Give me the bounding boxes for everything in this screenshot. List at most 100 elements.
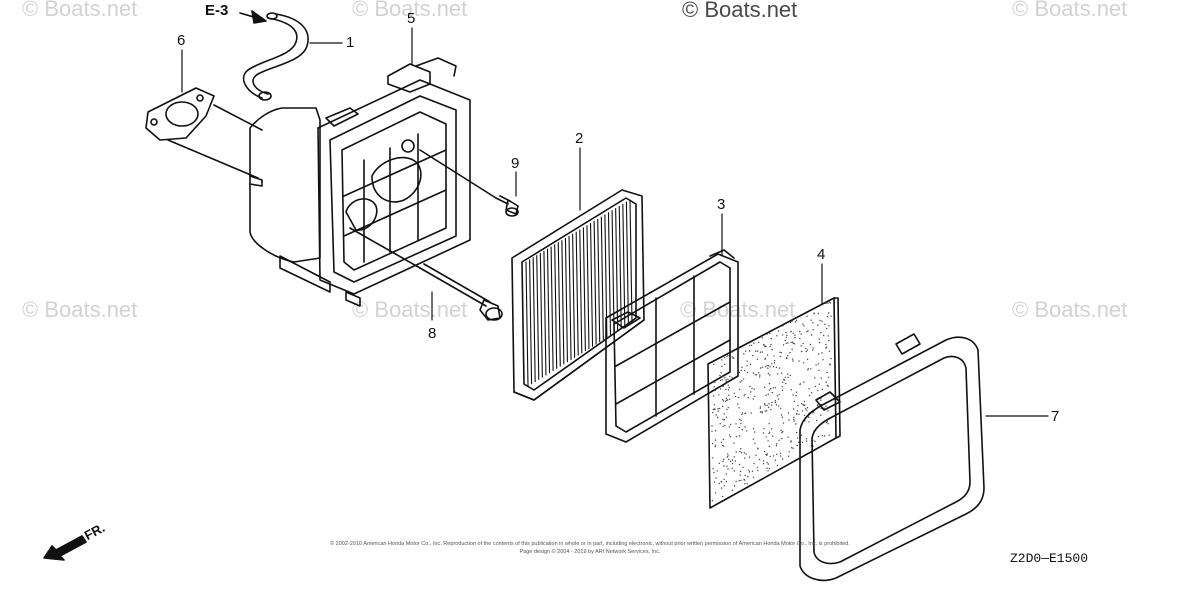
part-filter-grid [605,249,739,443]
foam-texture-dot [767,367,769,369]
foam-texture-dot [825,381,827,383]
foam-texture-dot [723,478,725,480]
foam-texture-dot [825,421,828,424]
foam-texture-dot [778,405,780,407]
foam-texture-dot [711,425,713,427]
foam-texture-dot [788,451,790,453]
foam-texture-dot [744,457,746,459]
filter-pleat [568,235,572,361]
foam-texture-dot [828,376,830,378]
foam-texture-dot [767,406,770,408]
foam-texture-dot [723,413,725,415]
foam-texture-dot [726,408,728,411]
foam-texture-dot [829,302,832,304]
foam-texture-dot [727,389,730,391]
foam-texture-dot [751,470,754,472]
foam-texture-dot [711,500,714,502]
foam-texture-dot [719,423,721,425]
foam-texture-dot [723,485,725,487]
foam-texture-dot [737,403,739,405]
foam-texture-dot [776,453,778,455]
foam-texture-dot [787,373,789,375]
foam-texture-dot [764,346,766,348]
foam-texture-dot [775,445,778,447]
foam-texture-dot [791,447,793,449]
foam-texture-dot [744,474,746,477]
foam-texture-dot [724,424,726,427]
foam-texture-dot [766,404,768,407]
foam-texture-dot [828,434,830,436]
foam-texture-dot [779,351,781,353]
foam-texture-dot [794,334,796,336]
foam-texture-dot [743,378,745,380]
foam-texture-dot [787,376,789,379]
foam-texture-dot [723,357,726,359]
foam-texture-dot [781,389,784,392]
foam-texture-dot [739,381,741,383]
foam-texture-dot [746,360,748,362]
foam-texture-dot [752,476,755,478]
foam-texture-dot [828,312,830,314]
foam-texture-dot [818,369,820,372]
foam-texture-dot [757,447,759,449]
foam-texture-dot [752,438,755,440]
foam-texture-dot [729,423,732,426]
foam-texture-dot [826,315,829,318]
foam-texture-dot [817,324,819,326]
foam-texture-dot [830,357,832,360]
foam-texture-dot [780,372,783,374]
foam-texture-dot [733,392,736,394]
foam-texture-dot [748,456,751,458]
foam-texture-dot [820,407,822,410]
callout-8: 8 [428,325,437,342]
foam-texture-dot [713,471,715,474]
filter-pleat [539,252,543,378]
foam-texture-dot [726,456,728,458]
foam-texture-dot [720,481,722,483]
foam-texture-dot [747,475,749,478]
foam-texture-dot [724,363,726,366]
foam-texture-dot [795,431,798,434]
foam-texture-dot [721,385,723,388]
foam-texture-dot [753,462,755,465]
foam-texture-dot [716,470,718,472]
foam-texture-dot [812,349,814,351]
foam-texture-dot [754,442,756,444]
foam-texture-dot [727,384,729,386]
foam-texture-dot [781,458,784,460]
foam-texture-dot [786,355,789,357]
foam-texture-dot [715,477,717,479]
part-long-bolt [419,263,503,321]
foam-texture-dot [768,423,770,425]
foam-texture-dot [719,379,722,382]
foam-texture-dot [821,435,824,437]
foam-texture-dot [770,337,772,340]
foam-texture-dot [722,495,724,498]
foam-texture-dot [754,395,756,398]
foam-texture-dot [727,407,729,409]
foam-texture-dot [753,342,755,344]
foam-texture-dot [775,443,778,445]
foam-texture-dot [735,480,737,483]
foam-texture-dot [746,430,748,432]
foam-texture-dot [828,350,831,352]
foam-texture-dot [738,435,741,437]
foam-texture-dot [754,374,756,376]
foam-texture-dot [753,388,755,390]
foam-texture-dot [727,378,729,381]
foam-texture-dot [738,480,740,482]
foam-texture-dot [813,411,815,413]
foam-texture-dot [712,457,714,459]
foam-texture-dot [786,357,788,360]
foam-texture-dot [805,438,808,440]
foam-texture-dot [758,341,760,343]
foam-texture-dot [820,332,822,334]
foam-texture-dot [793,408,795,410]
foam-texture-dot [761,411,763,413]
foam-texture-dot [792,447,794,449]
foam-texture-dot [739,470,742,473]
foam-texture-dot [820,377,822,379]
foam-texture-dot [768,467,770,470]
foam-texture-dot [828,339,830,342]
foam-texture-dot [827,423,829,425]
